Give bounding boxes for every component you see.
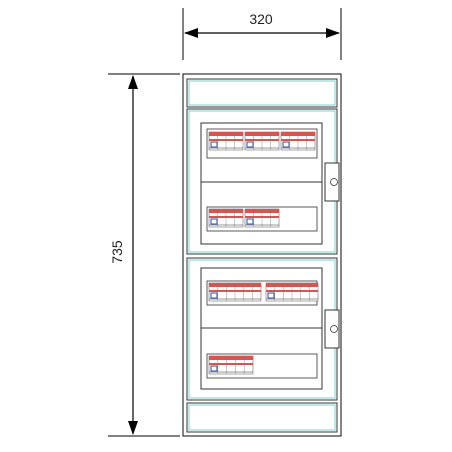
breaker-group xyxy=(208,282,262,302)
bottom-cover xyxy=(186,402,338,433)
width-label: 320 xyxy=(249,11,273,27)
lower-door-handle[interactable] xyxy=(324,309,340,349)
cabinet xyxy=(182,73,342,437)
breaker-group xyxy=(244,131,280,151)
breaker-modules xyxy=(208,131,319,375)
top-cover-inner xyxy=(188,80,336,106)
bottom-cover-inner xyxy=(188,404,336,431)
width-dimension: 320 xyxy=(182,8,342,60)
breaker-group xyxy=(208,208,244,228)
breaker-group xyxy=(208,355,254,375)
breaker-group xyxy=(208,131,244,151)
breaker-group xyxy=(244,208,280,228)
breaker-group xyxy=(280,131,316,151)
breaker-group xyxy=(265,282,319,302)
top-cover xyxy=(186,78,338,108)
height-label: 735 xyxy=(109,240,125,264)
upper-door-handle[interactable] xyxy=(324,162,340,202)
height-dimension: 735 xyxy=(108,73,180,437)
